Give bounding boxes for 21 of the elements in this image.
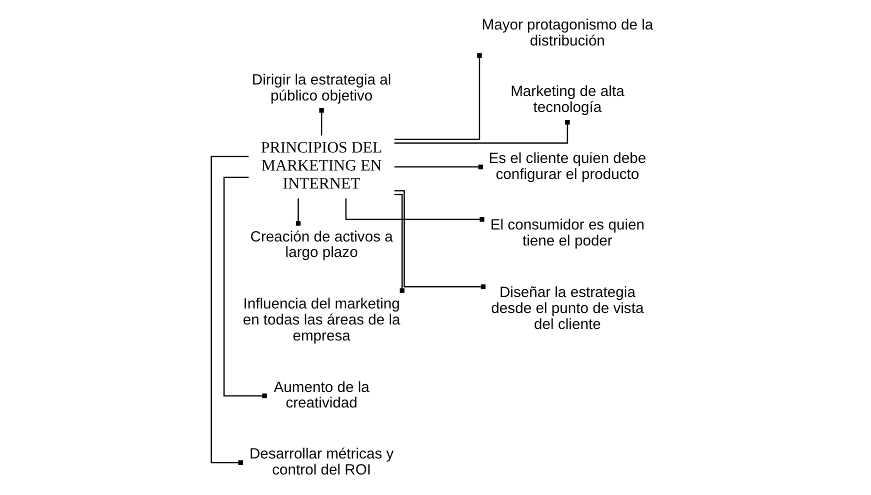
- node-text: Influencia del marketing en todas las áreas de la empresa: [242, 296, 400, 344]
- node-text: Aumento de la creatividad: [274, 379, 370, 412]
- node-text: Diseñar la estrategia desde el punto de vista del cliente: [491, 284, 644, 332]
- connector: [319, 108, 324, 135]
- node-text: Desarrollar métricas y control del ROI: [249, 446, 394, 478]
- connector: [345, 198, 484, 222]
- connector: [394, 119, 570, 144]
- connector: [394, 52, 482, 140]
- node-text: El consumidor es quien tiene el poder: [490, 217, 645, 250]
- node-text: PRINCIPIOS DEL MARKETING EN INTERNET: [260, 139, 382, 192]
- connector: [296, 198, 301, 226]
- connector: [394, 164, 483, 169]
- node-text: Creación de activos a largo plazo: [250, 228, 393, 261]
- node-text: Mayor protagonismo de la distribución: [482, 16, 654, 49]
- node-text: Es el cliente quien debe configurar el producto: [488, 150, 646, 182]
- connector: [223, 176, 267, 398]
- connector: [210, 155, 249, 464]
- connector: [394, 193, 404, 292]
- node-text: Dirigir la estrategia al público objetivo: [252, 72, 392, 104]
- node-text: Marketing de alta tecnología: [510, 84, 624, 116]
- connector: [394, 190, 486, 289]
